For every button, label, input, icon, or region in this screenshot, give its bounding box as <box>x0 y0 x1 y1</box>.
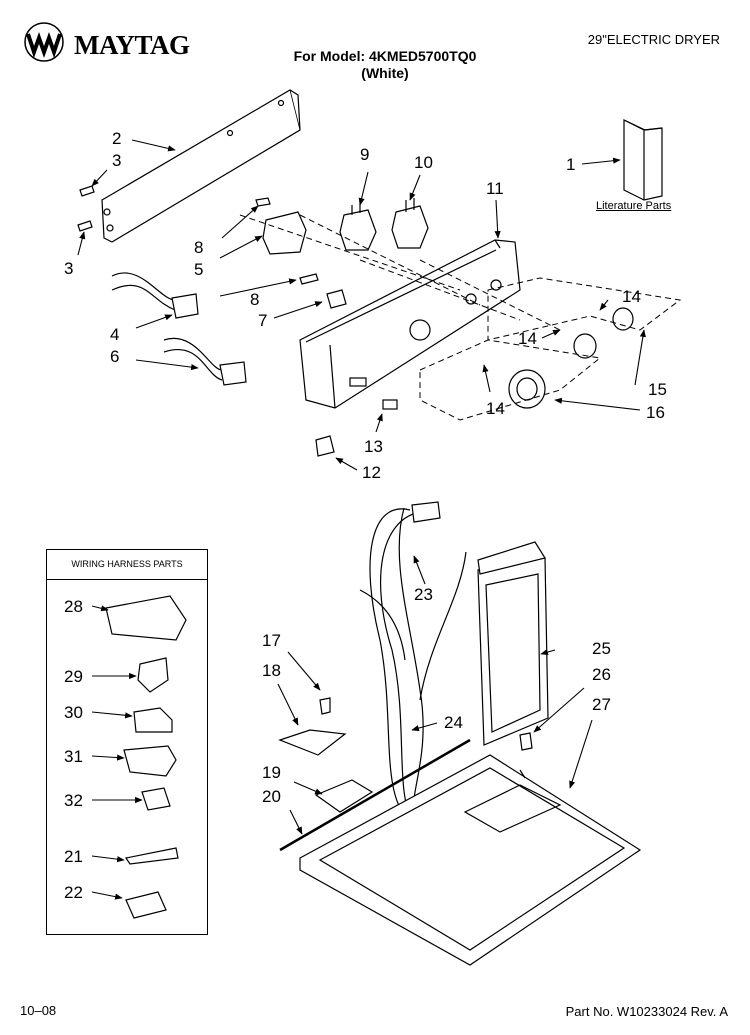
callout-9: 9 <box>360 145 369 164</box>
part-number: Part No. W10233024 Rev. A <box>565 1004 728 1019</box>
callout-10: 10 <box>414 153 433 172</box>
wiring-harness-title: WIRING HARNESS PARTS <box>47 550 207 580</box>
maytag-mark-icon <box>24 22 64 62</box>
callout-12: 12 <box>362 463 381 482</box>
callout-3: 3 <box>112 151 121 170</box>
brand-name: MAYTAG <box>74 30 190 60</box>
callout-21: 21 <box>64 847 83 866</box>
callout-30: 30 <box>64 703 83 722</box>
callout-20: 20 <box>262 787 281 806</box>
callout-17: 17 <box>262 631 281 650</box>
literature-parts-label: Literature Parts <box>596 200 672 212</box>
callout-2: 2 <box>112 129 121 148</box>
product-type: 29"ELECTRIC DRYER <box>587 32 720 47</box>
callout-11: 11 <box>486 179 504 198</box>
callout-13: 13 <box>364 437 383 456</box>
callout-15: 15 <box>648 380 667 399</box>
color-line: (White) <box>361 65 409 81</box>
callout-27: 27 <box>592 695 611 714</box>
callout-18: 18 <box>262 661 281 680</box>
wiring-harness-box: WIRING HARNESS PARTS <box>46 549 208 935</box>
callout-22: 22 <box>64 883 83 902</box>
callout-16: 16 <box>646 403 665 422</box>
callout-19: 19 <box>262 763 281 782</box>
callout-29: 29 <box>64 667 83 686</box>
model-line: For Model: 4KMED5700TQ0 <box>293 48 477 64</box>
callout-14: 14 <box>518 329 537 348</box>
callout-14: 14 <box>486 399 505 418</box>
callout-8: 8 <box>194 238 203 257</box>
callout-24: 24 <box>444 713 463 732</box>
callout-6: 6 <box>110 347 119 366</box>
revision-date: 10–08 <box>20 1003 57 1018</box>
callout-14: 14 <box>622 287 641 306</box>
callout-23: 23 <box>414 585 433 604</box>
callout-25: 25 <box>592 639 611 658</box>
callout-1: 1 <box>566 155 575 174</box>
callout-7: 7 <box>258 311 267 330</box>
callout-8: 8 <box>250 290 259 309</box>
callout-31: 31 <box>64 747 83 766</box>
callout-32: 32 <box>64 791 83 810</box>
callout-26: 26 <box>592 665 611 684</box>
callout-3: 3 <box>64 259 73 278</box>
maytag-logo: MAYTAG <box>22 22 197 66</box>
callout-5: 5 <box>194 260 203 279</box>
callout-28: 28 <box>64 597 83 616</box>
model-title: For Model: 4KMED5700TQ0 (White) <box>240 48 530 82</box>
callout-4: 4 <box>110 325 119 344</box>
